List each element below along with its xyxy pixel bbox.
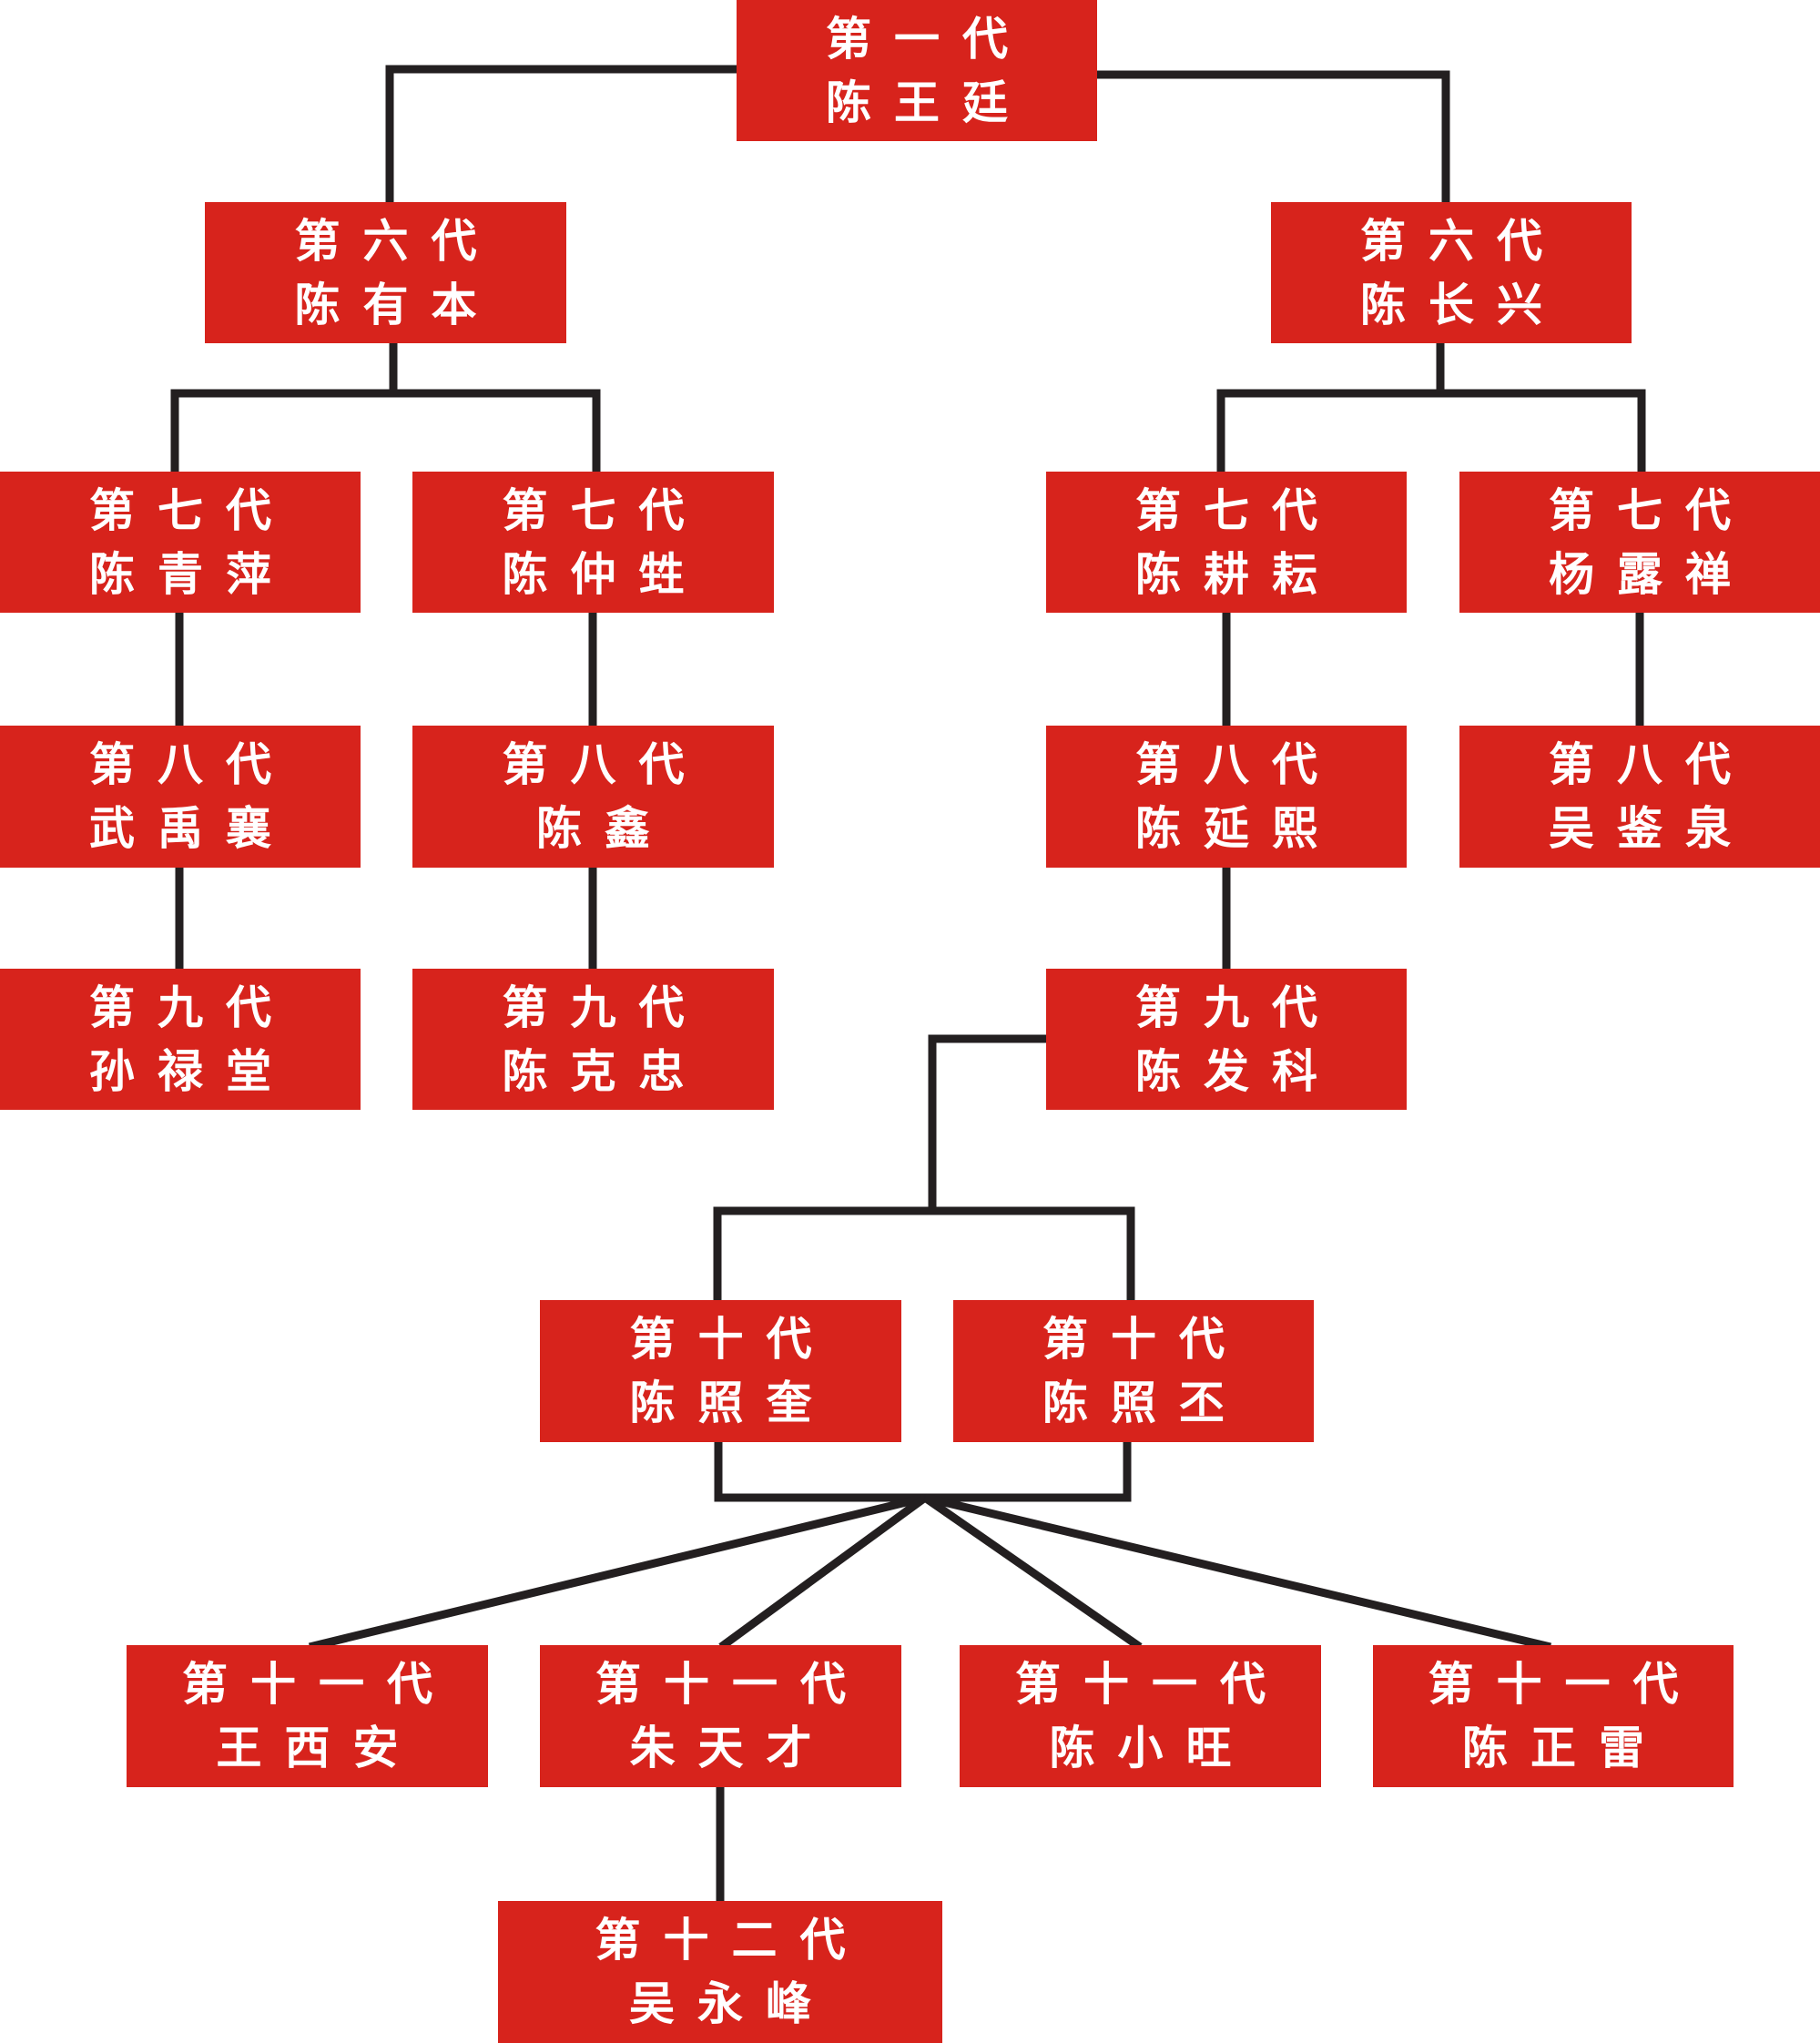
node-g8b-name: 陈鑫 — [536, 801, 673, 855]
connector-g1-g6b — [1097, 70, 1450, 204]
node-g10b: 第十代 陈照丕 — [953, 1300, 1314, 1442]
node-g7a: 第七代 陈青萍 — [0, 472, 361, 613]
connector-g6b-children — [1216, 389, 1646, 474]
node-g11a-name: 王西安 — [216, 1721, 422, 1774]
node-g8c-generation: 第八代 — [1135, 737, 1340, 791]
node-g7d-generation: 第七代 — [1549, 483, 1754, 537]
node-g6b-name: 陈长兴 — [1360, 277, 1565, 331]
connector-g10-split — [713, 1206, 1135, 1302]
node-g7a-generation: 第七代 — [89, 483, 294, 537]
connector-g10-merge — [714, 1440, 1132, 1502]
node-g1-name: 陈王廷 — [826, 75, 1031, 129]
connector-hub-g11b — [718, 1494, 928, 1651]
node-g8a: 第八代 武禹襄 — [0, 726, 361, 868]
connector-g1-g6a — [385, 65, 737, 204]
node-g11c-name: 陈小旺 — [1049, 1721, 1255, 1774]
node-g6a: 第六代 陈有本 — [205, 202, 566, 343]
node-g11b-generation: 第十一代 — [595, 1657, 869, 1711]
node-g8a-name: 武禹襄 — [89, 801, 294, 855]
connector-g6a-children — [170, 389, 601, 474]
node-g12-name: 吴永峰 — [629, 1977, 834, 2030]
node-g8c-name: 陈延熙 — [1135, 801, 1340, 855]
node-g9b-generation: 第九代 — [502, 980, 707, 1034]
node-g7b: 第七代 陈仲甡 — [412, 472, 774, 613]
node-g6a-generation: 第六代 — [294, 213, 500, 268]
node-g7d-name: 杨露禅 — [1549, 546, 1754, 601]
node-g7c: 第七代 陈耕耘 — [1046, 472, 1407, 613]
node-g10a-generation: 第十代 — [629, 1312, 835, 1366]
node-g10a-name: 陈照奎 — [629, 1376, 835, 1429]
node-g6b: 第六代 陈长兴 — [1271, 202, 1632, 343]
node-g11a-generation: 第十一代 — [182, 1657, 455, 1711]
node-g9b-name: 陈克忠 — [502, 1043, 707, 1098]
node-g11d: 第十一代 陈正雷 — [1373, 1645, 1734, 1787]
node-g10b-name: 陈照丕 — [1042, 1376, 1247, 1429]
node-g11d-generation: 第十一代 — [1428, 1657, 1702, 1711]
node-g8c: 第八代 陈延熙 — [1046, 726, 1407, 868]
node-g6b-generation: 第六代 — [1360, 213, 1565, 268]
node-g8b: 第八代 陈鑫 — [412, 726, 774, 868]
node-g9c-name: 陈发科 — [1135, 1043, 1340, 1098]
node-g6a-name: 陈有本 — [294, 277, 500, 331]
node-g8a-generation: 第八代 — [89, 737, 294, 791]
node-g8d-generation: 第八代 — [1549, 737, 1754, 791]
node-g11d-name: 陈正雷 — [1462, 1721, 1667, 1774]
node-g12-generation: 第十二代 — [595, 1913, 869, 1967]
node-g12: 第十二代 吴永峰 — [498, 1901, 942, 2043]
node-g11b-name: 朱天才 — [629, 1721, 835, 1774]
node-g11c: 第十一代 陈小旺 — [960, 1645, 1321, 1787]
node-g11a: 第十一代 王西安 — [127, 1645, 488, 1787]
node-g9c-generation: 第九代 — [1135, 980, 1340, 1034]
node-g7b-generation: 第七代 — [502, 483, 707, 537]
node-g8d-name: 吴鉴泉 — [1549, 801, 1754, 855]
node-g7b-name: 陈仲甡 — [502, 546, 707, 601]
node-g9b: 第九代 陈克忠 — [412, 969, 774, 1110]
connector-hub-g11a — [308, 1493, 927, 1652]
node-g7c-generation: 第七代 — [1135, 483, 1340, 537]
node-g10a: 第十代 陈照奎 — [540, 1300, 901, 1442]
node-g9a: 第九代 孙禄堂 — [0, 969, 361, 1110]
node-g1-generation: 第一代 — [826, 11, 1031, 66]
node-g1: 第一代 陈王廷 — [737, 0, 1097, 141]
connector-hub-g11d — [923, 1493, 1552, 1652]
connector-g9c-g10 — [928, 1034, 1046, 1211]
node-g9c: 第九代 陈发科 — [1046, 969, 1407, 1110]
node-g8b-generation: 第八代 — [502, 737, 707, 791]
node-g7d: 第七代 杨露禅 — [1459, 472, 1820, 613]
node-g11b: 第十一代 朱天才 — [540, 1645, 901, 1787]
node-g7c-name: 陈耕耘 — [1135, 546, 1340, 601]
node-g10b-generation: 第十代 — [1042, 1312, 1247, 1366]
node-g11c-generation: 第十一代 — [1015, 1657, 1288, 1711]
connector-hub-g11c — [922, 1494, 1143, 1651]
node-g7a-name: 陈青萍 — [89, 546, 294, 601]
node-g9a-name: 孙禄堂 — [89, 1043, 294, 1098]
node-g8d: 第八代 吴鉴泉 — [1459, 726, 1820, 868]
node-g9a-generation: 第九代 — [89, 980, 294, 1034]
